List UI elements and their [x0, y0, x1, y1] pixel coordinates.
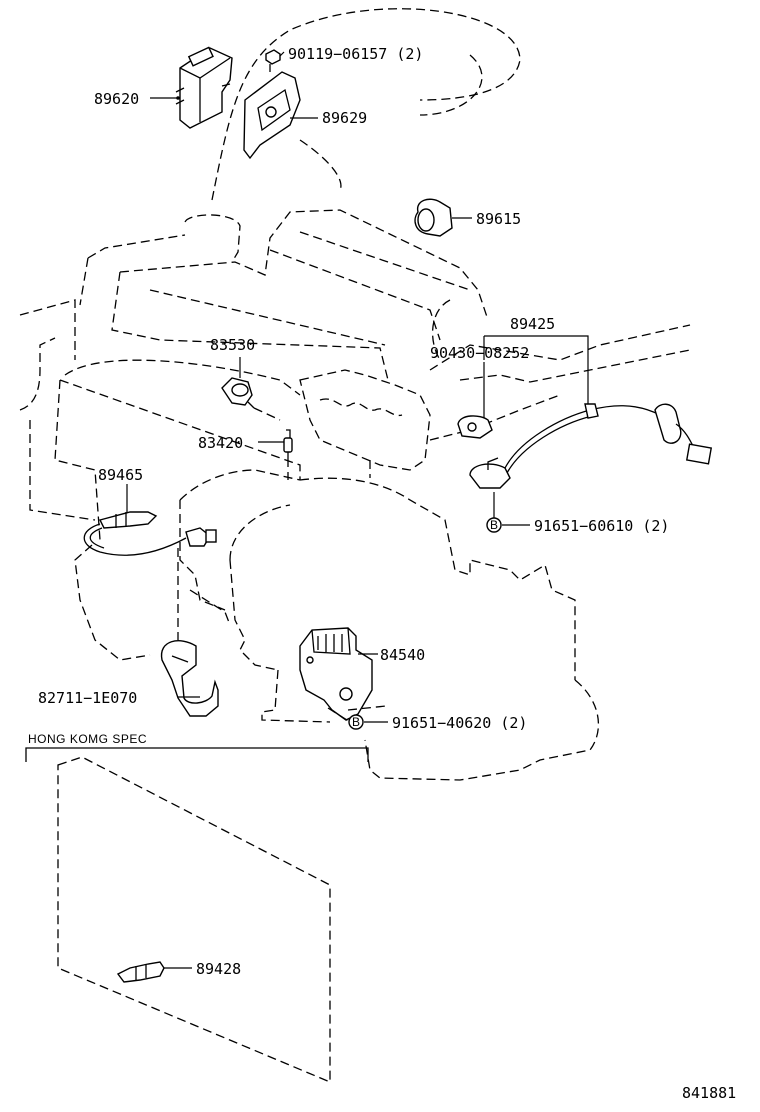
part-83530-switch [221, 377, 255, 409]
part-82711-clamp [160, 640, 219, 717]
bolt-marker-a: B [486, 517, 502, 533]
part-89428-sensor [116, 961, 165, 983]
label-spec: HONG KOMG SPEC [28, 732, 147, 746]
leader-lines [126, 51, 589, 969]
part-89425-harness [457, 403, 713, 489]
diagram-number: 841881 [682, 1084, 736, 1102]
part-90119-bolt [265, 49, 281, 72]
label-90430: 90430−08252 [430, 344, 529, 362]
svg-text:B: B [490, 518, 499, 532]
part-83420-sender [283, 429, 293, 458]
bolt-marker-b: B [348, 714, 364, 730]
label-82711: 82711−1E070 [38, 689, 137, 707]
label-90119: 90119−06157 (2) [288, 45, 423, 63]
part-labels: 89620 90119−06157 (2) 89629 89615 89425 … [28, 45, 736, 1102]
label-83530: 83530 [210, 336, 255, 354]
label-91651-60610: 91651−60610 (2) [534, 517, 669, 535]
label-89465: 89465 [98, 466, 143, 484]
part-89615-sensor [414, 198, 453, 237]
label-89629: 89629 [322, 109, 367, 127]
part-84540-switch [299, 627, 373, 721]
part-89629-bracket [243, 71, 301, 160]
svg-text:B: B [352, 715, 361, 729]
part-89465-oxygen-sensor [83, 511, 217, 556]
label-89425: 89425 [510, 315, 555, 333]
part-89620-module [175, 46, 233, 129]
label-83420: 83420 [198, 434, 243, 452]
label-89615: 89615 [476, 210, 521, 228]
label-91651-40620: 91651−40620 (2) [392, 714, 527, 732]
engine-outline [19, 8, 691, 1083]
label-89428: 89428 [196, 960, 241, 978]
label-89620: 89620 [94, 90, 139, 108]
label-84540: 84540 [380, 646, 425, 664]
